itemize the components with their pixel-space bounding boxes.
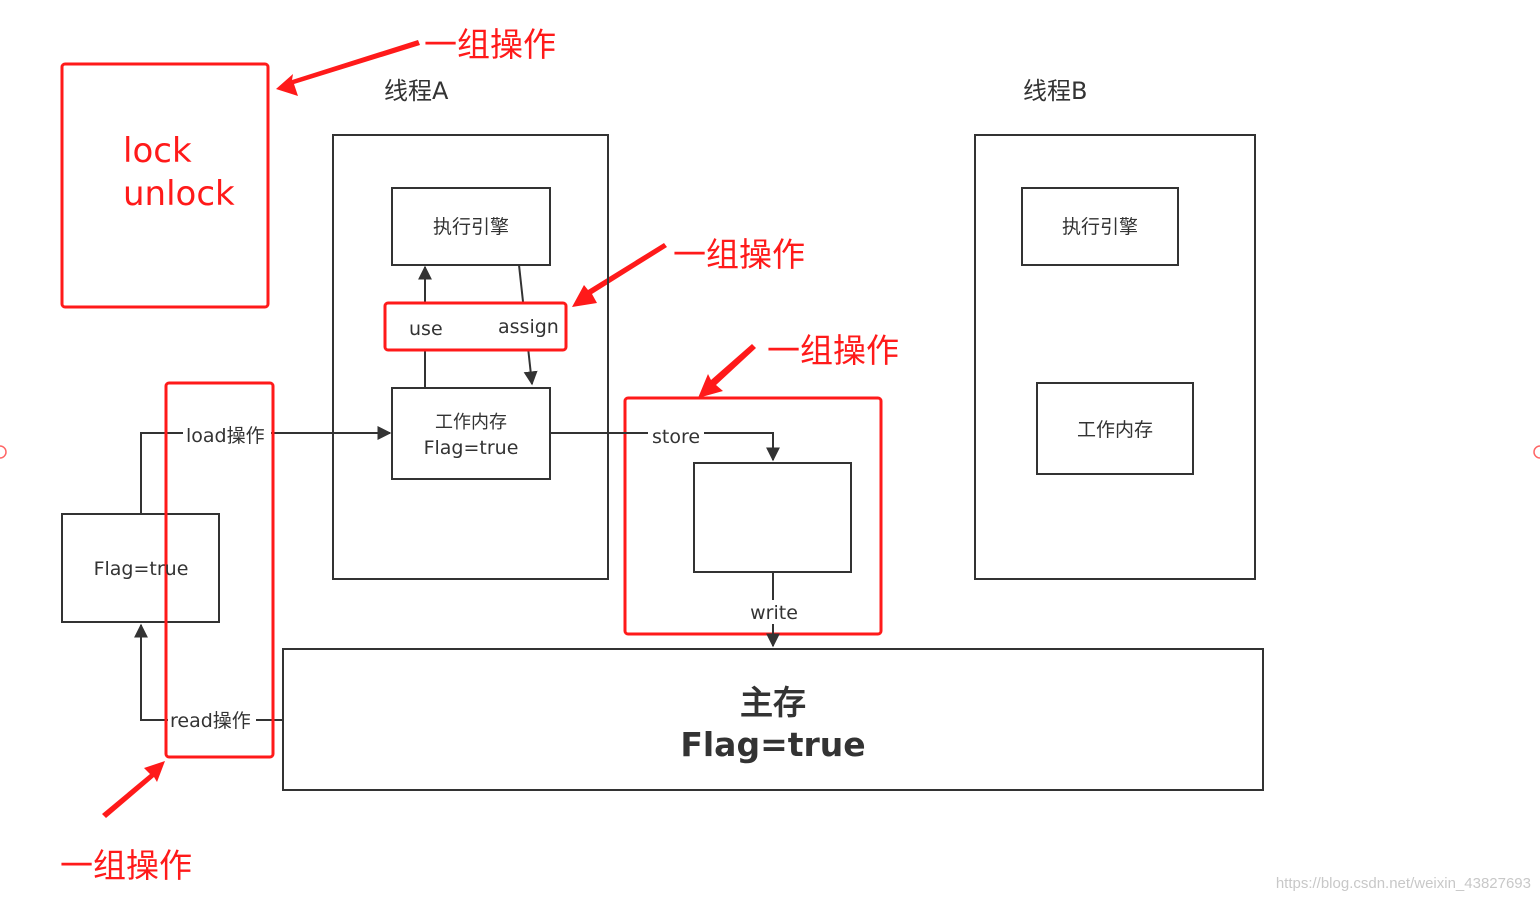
thread-a-box bbox=[332, 134, 609, 580]
store-label: store bbox=[652, 426, 700, 448]
thread-a-memory-value: Flag=true bbox=[424, 437, 519, 459]
load-arrow bbox=[140, 426, 392, 514]
thread-b-memory-box bbox=[1036, 382, 1194, 475]
thread-a-memory-label: 工作内存 bbox=[435, 412, 507, 433]
left-flag-label: Flag=true bbox=[94, 558, 189, 580]
thread-a-engine-box bbox=[391, 187, 551, 266]
lock-unlock-group: lock unlock bbox=[60, 62, 270, 309]
thread-b-title: 线程B bbox=[1023, 77, 1087, 105]
read-arrow bbox=[134, 623, 283, 721]
main-memory-value: Flag=true bbox=[680, 725, 865, 764]
thread-b-memory-label: 工作内存 bbox=[1077, 419, 1153, 441]
main-memory-box bbox=[282, 648, 1264, 791]
thread-b-box bbox=[974, 134, 1256, 580]
read-label-bg bbox=[168, 707, 256, 733]
annotation-arrow-3 bbox=[698, 344, 756, 398]
thread-a-title: 线程A bbox=[384, 77, 449, 105]
annotation-arrows bbox=[102, 40, 756, 818]
store-write-highlight bbox=[623, 396, 883, 636]
store-buffer-box bbox=[693, 462, 852, 573]
thread-b-engine-box bbox=[1021, 187, 1179, 266]
store-arrow bbox=[550, 432, 780, 462]
use-label: use bbox=[409, 318, 443, 340]
write-label: write bbox=[750, 602, 798, 624]
thread-a-engine-label: 执行引擎 bbox=[433, 216, 509, 238]
annotation-label-1: 一组操作 bbox=[424, 25, 556, 64]
annotation-arrow-2 bbox=[572, 243, 667, 307]
thread-a-memory-box bbox=[391, 387, 551, 480]
annotation-label-4: 一组操作 bbox=[60, 846, 192, 885]
left-edge-marker bbox=[0, 445, 7, 459]
thread-b-engine-label: 执行引擎 bbox=[1062, 216, 1138, 238]
annotation-label-2: 一组操作 bbox=[673, 235, 805, 274]
read-label: read操作 bbox=[170, 710, 251, 732]
main-memory-title: 主存 bbox=[740, 683, 806, 722]
write-label-bg bbox=[746, 600, 802, 624]
use-assign-highlight bbox=[383, 301, 568, 352]
load-label-bg bbox=[183, 421, 271, 447]
left-flag-box bbox=[61, 513, 220, 623]
unlock-label: unlock bbox=[123, 174, 235, 214]
watermark: https://blog.csdn.net/weixin_43827693 bbox=[1276, 875, 1531, 892]
lock-label: lock bbox=[123, 131, 192, 171]
assign-label: assign bbox=[498, 316, 559, 338]
right-edge-marker bbox=[1533, 445, 1540, 459]
annotation-label-3: 一组操作 bbox=[767, 331, 899, 370]
load-label: load操作 bbox=[186, 425, 265, 447]
annotation-arrow-1 bbox=[276, 40, 420, 96]
annotation-arrow-4 bbox=[102, 761, 165, 818]
store-label-bg bbox=[648, 423, 704, 447]
load-read-highlight bbox=[164, 381, 275, 759]
lock-unlock-box bbox=[60, 62, 270, 309]
